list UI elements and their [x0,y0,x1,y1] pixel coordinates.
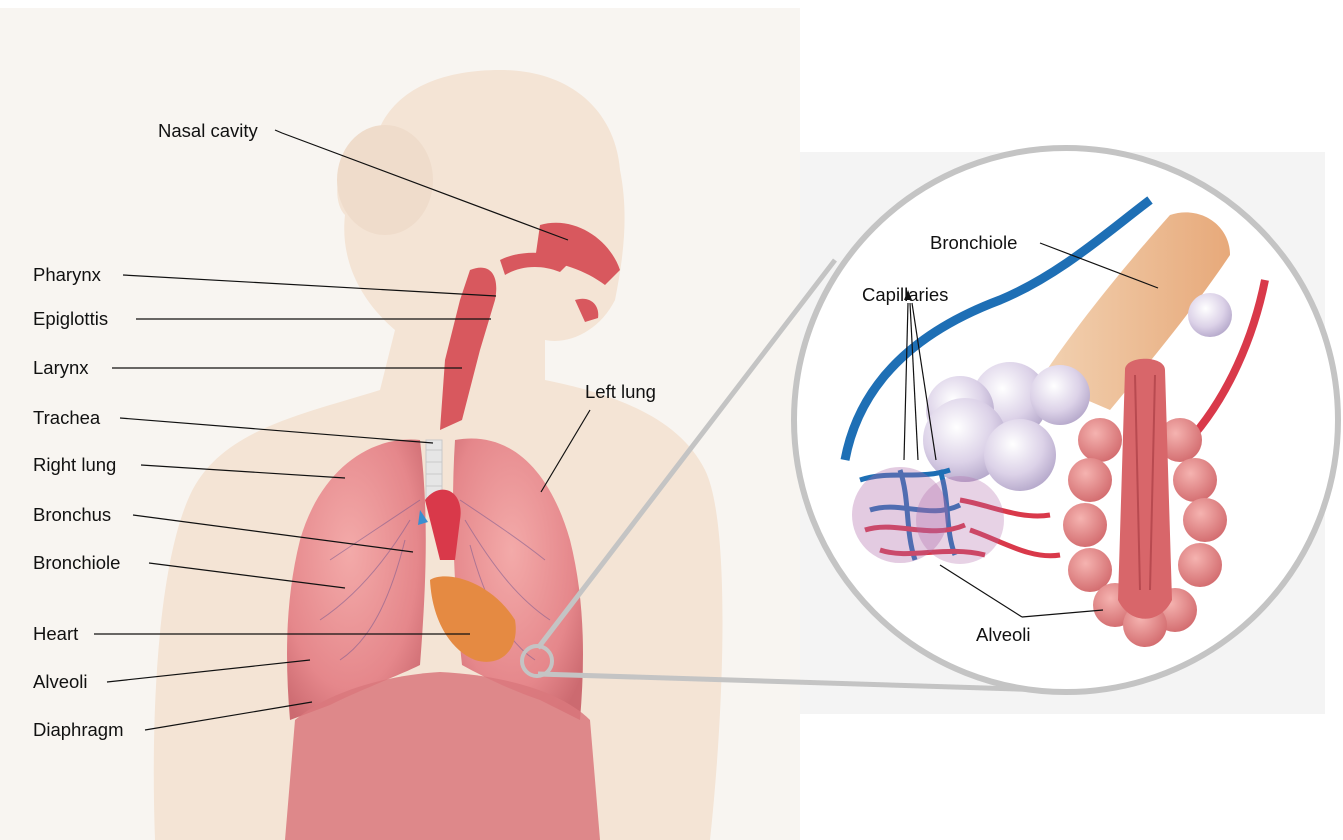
label-left-lung: Left lung [585,381,656,402]
diaphragm-shape [285,672,600,840]
label-heart: Heart [33,623,78,644]
label-epiglottis: Epiglottis [33,308,108,329]
inset-label-alveoli: Alveoli [976,624,1031,645]
label-nasal-cavity: Nasal cavity [158,120,258,141]
label-bronchiole: Bronchiole [33,552,120,573]
label-alveoli: Alveoli [33,671,88,692]
label-diaphragm: Diaphragm [33,719,124,740]
inset-label-capillaries: Capillaries [862,284,948,305]
label-right-lung: Right lung [33,454,116,475]
label-pharynx: Pharynx [33,264,102,285]
inset-label-bronchiole: Bronchiole [930,232,1017,253]
label-larynx: Larynx [33,357,89,378]
label-trachea: Trachea [33,407,101,428]
label-bronchus: Bronchus [33,504,111,525]
